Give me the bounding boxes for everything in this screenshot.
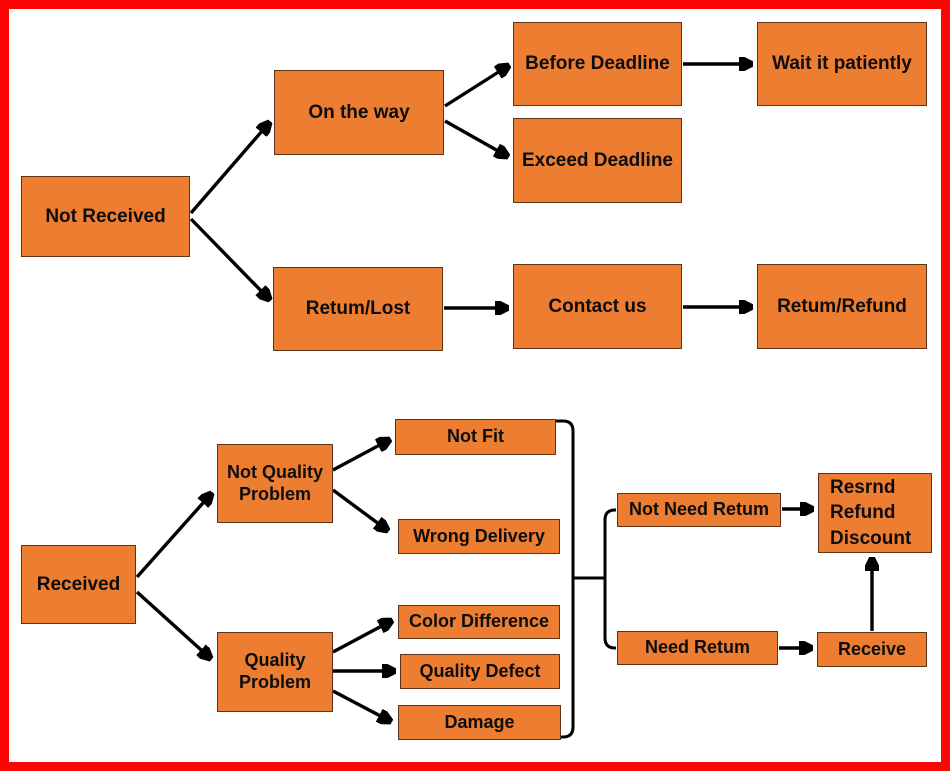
- node-label: Not Fit: [447, 426, 504, 447]
- arrow-qp-to-damage: [332, 689, 390, 721]
- node-label: Damage: [444, 711, 515, 732]
- node-quality-defect: Quality Defect: [400, 654, 560, 689]
- node-label: Receive: [837, 638, 907, 659]
- arrow-nqp-to-not-fit: [332, 440, 389, 472]
- node-label: Quality Defect: [419, 660, 541, 681]
- node-label: Quality Problem: [238, 650, 312, 692]
- bracket-retum-split: [603, 508, 616, 650]
- node-label: Resrnd Refund Discount: [830, 476, 912, 549]
- node-need-retum: Need Retum: [617, 631, 778, 665]
- node-not-quality-problem: Not Quality Problem: [217, 444, 333, 523]
- node-label: Before Deadline: [525, 53, 670, 75]
- node-label: Wait it patiently: [772, 53, 912, 75]
- node-label: Need Retum: [644, 637, 751, 658]
- node-label: On the way: [308, 101, 410, 123]
- node-not-received: Not Received: [21, 176, 190, 257]
- arrow-qp-to-color-difference: [332, 621, 391, 654]
- node-received: Received: [21, 545, 136, 624]
- node-label: Retum/Refund: [777, 295, 907, 317]
- arrow-not-received-to-retum-lost: [189, 217, 269, 299]
- node-label: Not Received: [45, 205, 166, 227]
- bracket-outcomes: [556, 419, 575, 739]
- node-receive: Receive: [817, 632, 927, 667]
- arrow-received-to-not-quality-problem: [135, 494, 211, 579]
- node-label: Contact us: [548, 295, 647, 317]
- node-retum-lost: Retum/Lost: [273, 267, 443, 351]
- node-label: Not Need Retum: [628, 499, 769, 520]
- node-label: Exceed Deadline: [521, 149, 674, 171]
- node-damage: Damage: [398, 705, 561, 740]
- node-exceed-deadline: Exceed Deadline: [513, 118, 682, 203]
- node-on-the-way: On the way: [274, 70, 444, 155]
- node-label: Not Quality Problem: [226, 461, 323, 504]
- node-wait-it-patiently: Wait it patiently: [757, 22, 927, 106]
- node-before-deadline: Before Deadline: [513, 22, 682, 106]
- node-label: Wrong Delivery: [413, 525, 545, 546]
- node-not-need-retum: Not Need Retum: [617, 493, 781, 527]
- arrow-nqp-to-wrong-delivery: [331, 488, 387, 530]
- arrow-received-to-quality-problem: [135, 590, 210, 658]
- node-label: Retum/Lost: [305, 298, 411, 320]
- node-resend-refund-discount: Resrnd Refund Discount: [818, 473, 932, 553]
- node-contact-us: Contact us: [513, 264, 682, 349]
- node-retum-refund: Retum/Refund: [757, 264, 927, 349]
- arrow-on-the-way-to-exceed-deadline: [444, 119, 507, 156]
- arrow-not-received-to-on-the-way: [189, 123, 269, 215]
- node-wrong-delivery: Wrong Delivery: [398, 519, 560, 554]
- node-color-difference: Color Difference: [398, 605, 560, 639]
- node-quality-problem: Quality Problem: [217, 632, 333, 712]
- node-label: Received: [36, 573, 121, 595]
- arrow-on-the-way-to-before-deadline: [444, 66, 508, 108]
- node-not-fit: Not Fit: [395, 419, 556, 455]
- node-label: Color Difference: [408, 611, 550, 632]
